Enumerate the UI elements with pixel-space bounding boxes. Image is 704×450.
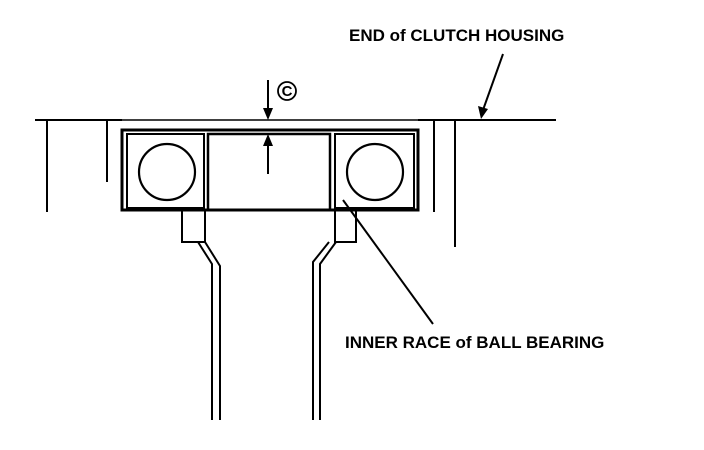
- housing-walls: [46, 121, 456, 247]
- clutch-housing-end-label: END of CLUTCH HOUSING: [349, 26, 564, 45]
- dimension-c-symbol: C: [277, 81, 297, 101]
- left-ball: [137, 142, 197, 202]
- right-ball: [345, 142, 405, 202]
- clutch-housing-leader: [478, 53, 504, 119]
- dimension-c-label: C: [282, 83, 293, 100]
- dimension-c-indicator: [263, 80, 273, 174]
- inner-race-leader: [342, 199, 434, 325]
- inner-race-label: INNER RACE of BALL BEARING: [345, 333, 604, 352]
- shaft-sleeve: [181, 211, 357, 420]
- ball-bearing: [120, 128, 420, 212]
